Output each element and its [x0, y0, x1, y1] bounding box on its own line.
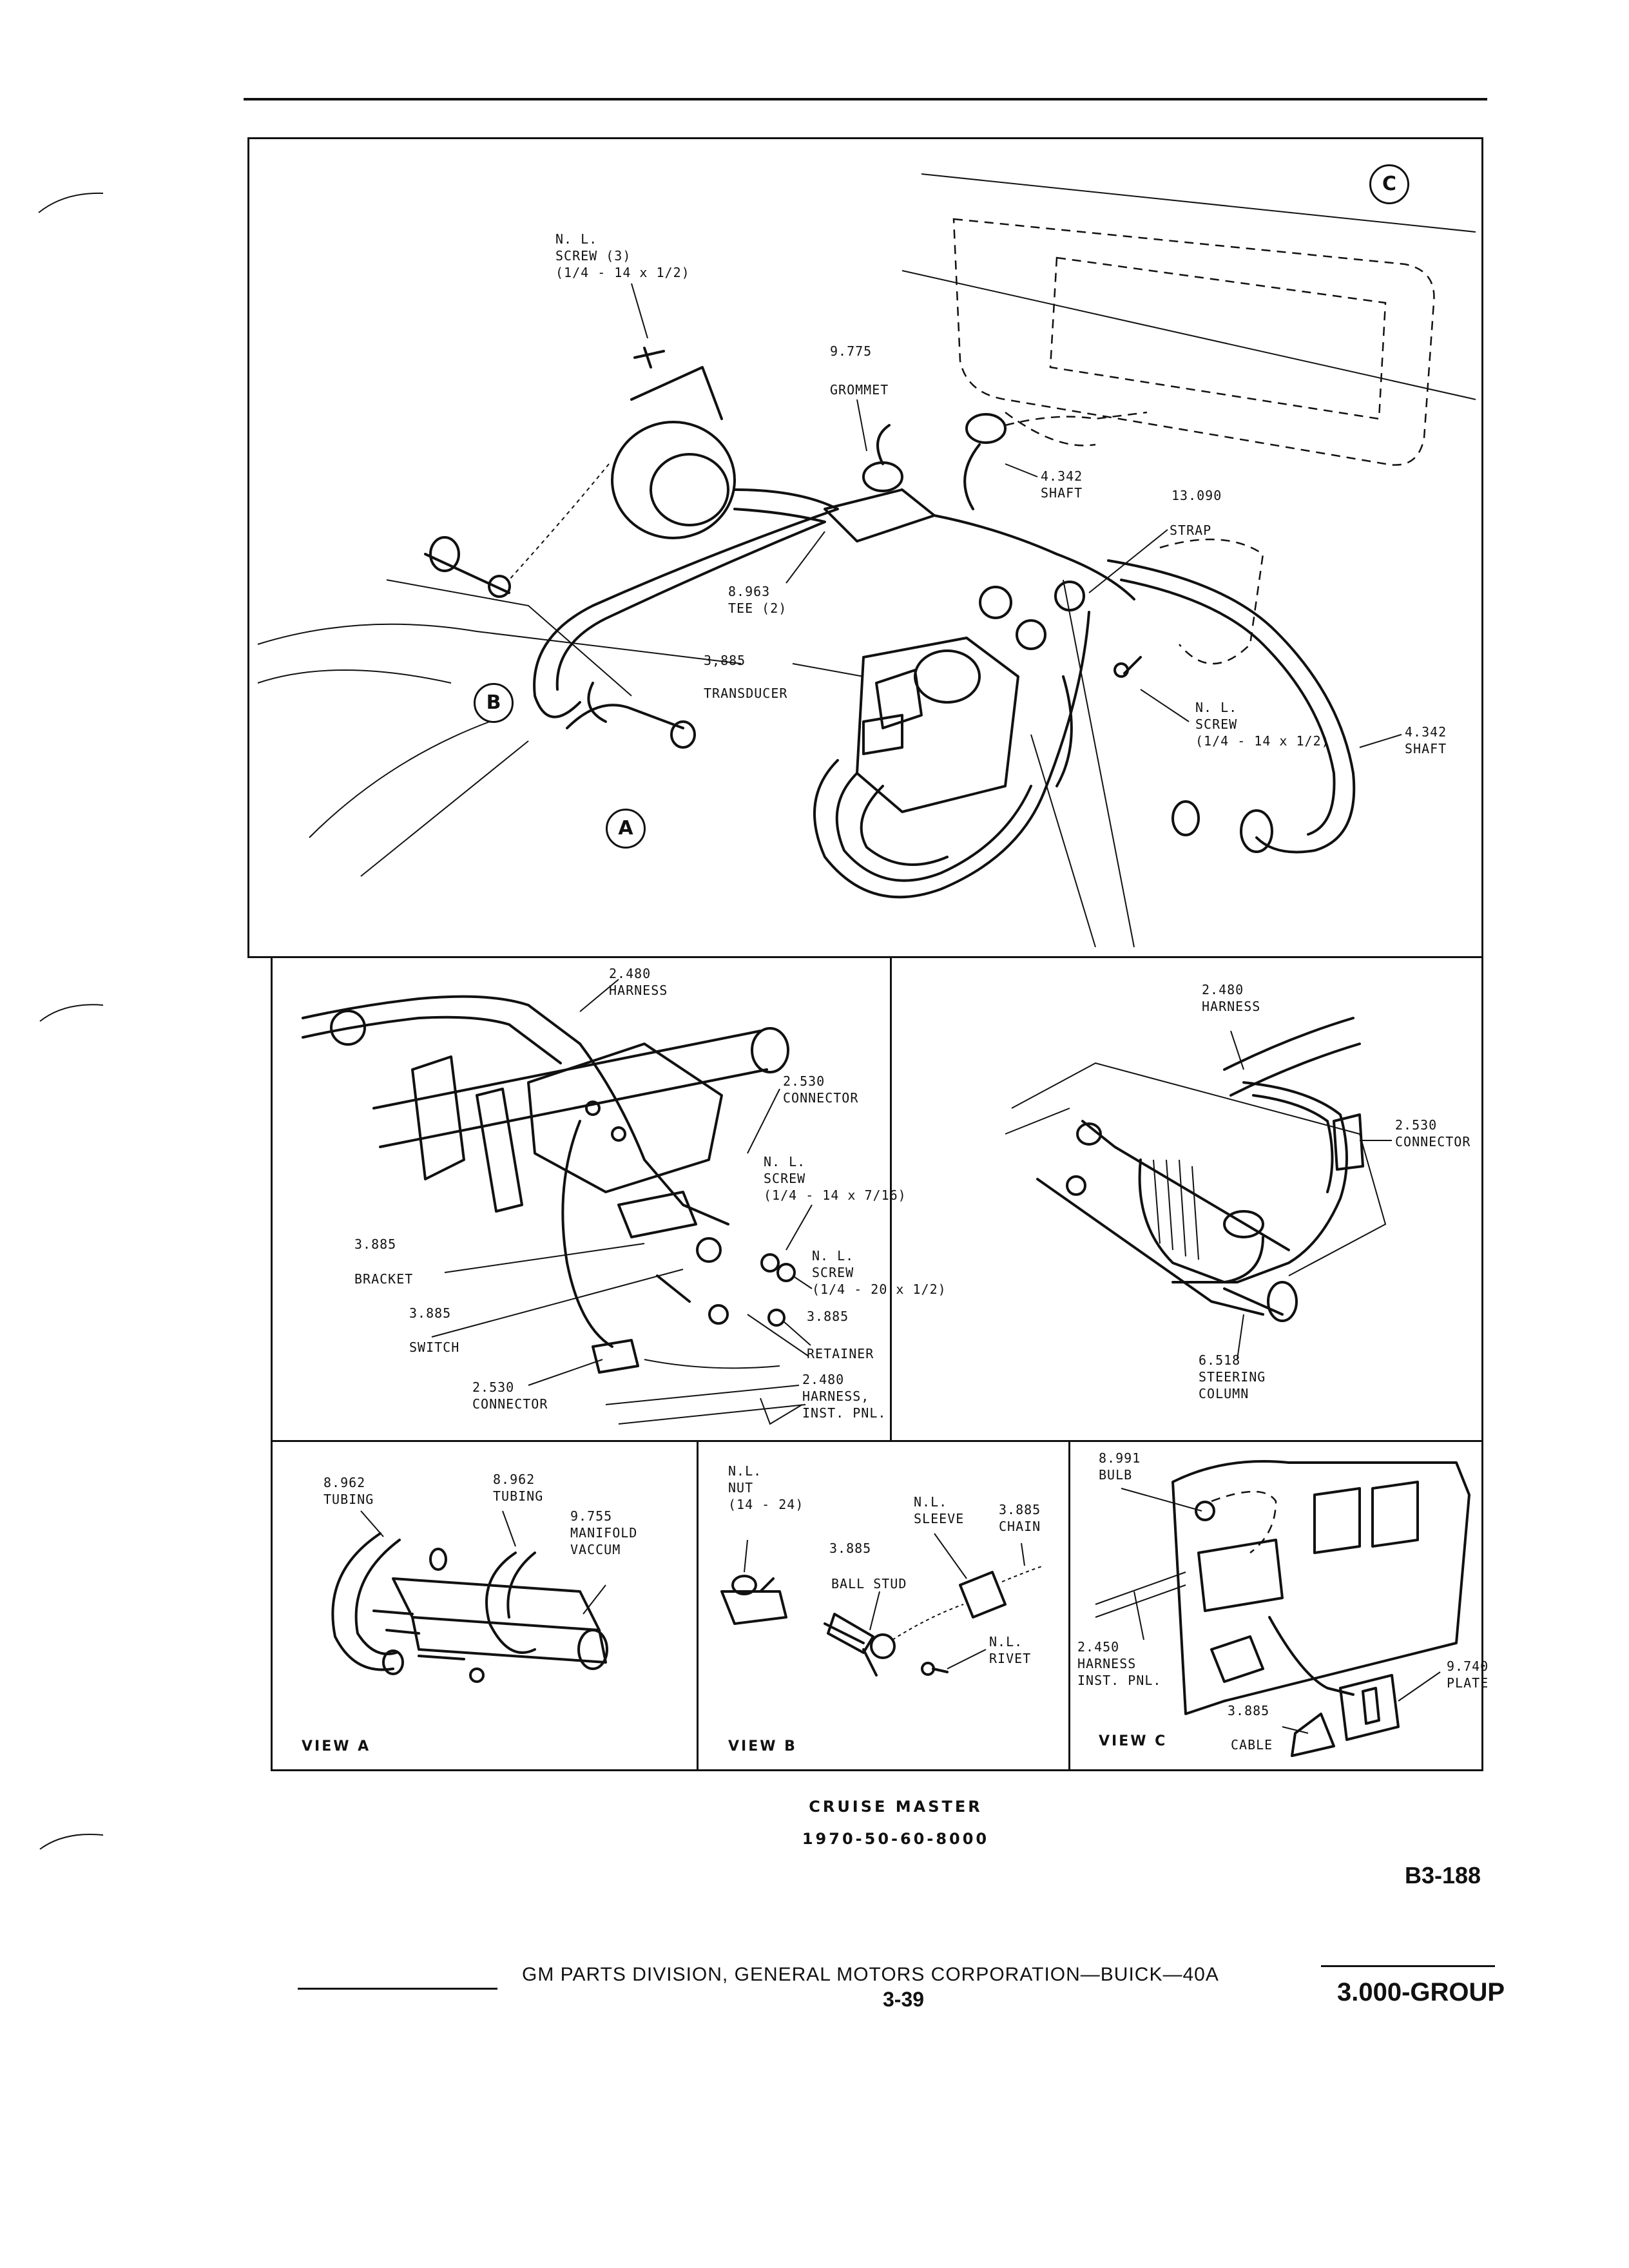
footer-division: GM PARTS DIVISION, GENERAL MOTORS CORPOR…: [522, 1964, 1219, 1985]
label-bulb: 8.991 BULB: [1099, 1450, 1141, 1483]
label-bracket-number: 3.885: [354, 1236, 397, 1252]
figure-title: CRUISE MASTER: [809, 1798, 983, 1816]
footer-page-number: 3-39: [883, 1988, 925, 2011]
label-plate: 9.740 PLATE: [1447, 1658, 1489, 1691]
label-screw-lower: N. L. SCREW (1/4 - 20 x 1/2): [812, 1248, 947, 1297]
view-c-panel: [1068, 1440, 1483, 1771]
label-harness-left: 2.480 HARNESS: [609, 966, 668, 998]
label-grommet-number: 9.775: [830, 343, 872, 359]
label-manifold: 9.755 MANIFOLD VACCUM: [570, 1508, 638, 1557]
label-cable-number: 3.885: [1228, 1703, 1270, 1718]
label-switch: SWITCH: [409, 1340, 460, 1355]
label-sleeve: N.L. SLEEVE: [914, 1494, 965, 1526]
label-connector-right: 2.530 CONNECTOR: [1395, 1117, 1471, 1149]
callout-a[interactable]: A: [606, 809, 646, 849]
figure-code: 1970-50-60-8000: [802, 1830, 990, 1848]
label-grommet: GROMMET: [830, 382, 889, 398]
label-harness-right: 2.480 HARNESS: [1202, 982, 1261, 1014]
view-c-title: VIEW C: [1099, 1733, 1168, 1749]
label-connector-lower: 2.530 CONNECTOR: [472, 1379, 548, 1412]
label-strap-number: 13.090: [1171, 488, 1222, 503]
label-bracket: BRACKET: [354, 1271, 414, 1287]
label-retainer: RETAINER: [807, 1346, 874, 1361]
label-tubing-left: 8.962 TUBING: [323, 1475, 374, 1507]
footer-rule-right: [1321, 1965, 1495, 1967]
label-switch-number: 3.885: [409, 1305, 452, 1321]
label-retainer-number: 3.885: [807, 1309, 849, 1324]
label-harness-inst: 2.480 HARNESS, INST. PNL.: [802, 1372, 887, 1421]
label-screw-upper: N. L. SCREW (1/4 - 14 x 7/16): [764, 1154, 907, 1203]
label-harness-c: 2.450 HARNESS INST. PNL.: [1077, 1639, 1162, 1688]
view-a-title: VIEW A: [302, 1738, 371, 1754]
footer-rule-left: [298, 1988, 497, 1990]
label-strap: STRAP: [1170, 523, 1212, 538]
label-shaft-right: 4.342 SHAFT: [1405, 724, 1447, 756]
label-rivet: N.L. RIVET: [989, 1634, 1032, 1666]
top-rule: [244, 98, 1487, 101]
label-tee: 8.963 TEE (2): [728, 584, 787, 616]
label-chain: 3.885 CHAIN: [999, 1502, 1041, 1534]
callout-c[interactable]: C: [1369, 164, 1409, 204]
callout-b[interactable]: B: [474, 683, 514, 723]
label-shaft-upper: 4.342 SHAFT: [1041, 468, 1083, 501]
label-ball-stud-number: 3.885: [829, 1541, 872, 1556]
label-screw-right: N. L. SCREW (1/4 - 14 x 1/2): [1195, 700, 1330, 749]
label-cable: CABLE: [1231, 1737, 1273, 1753]
label-transducer-number: 3,885: [704, 653, 746, 668]
figure-reference: B3-188: [1405, 1862, 1481, 1888]
label-tubing-right: 8.962 TUBING: [493, 1472, 544, 1504]
label-ball-stud: BALL STUD: [831, 1576, 907, 1591]
label-screw-top: N. L. SCREW (3) (1/4 - 14 x 1/2): [555, 231, 690, 280]
view-b-title: VIEW B: [728, 1738, 797, 1754]
label-nut: N.L. NUT (14 - 24): [728, 1463, 804, 1512]
label-connector-upper: 2.530 CONNECTOR: [783, 1073, 859, 1106]
label-steering-column: 6.518 STEERING COLUMN: [1199, 1352, 1266, 1401]
footer-group: 3.000-GROUP: [1337, 1978, 1505, 2006]
label-transducer: TRANSDUCER: [704, 686, 788, 701]
